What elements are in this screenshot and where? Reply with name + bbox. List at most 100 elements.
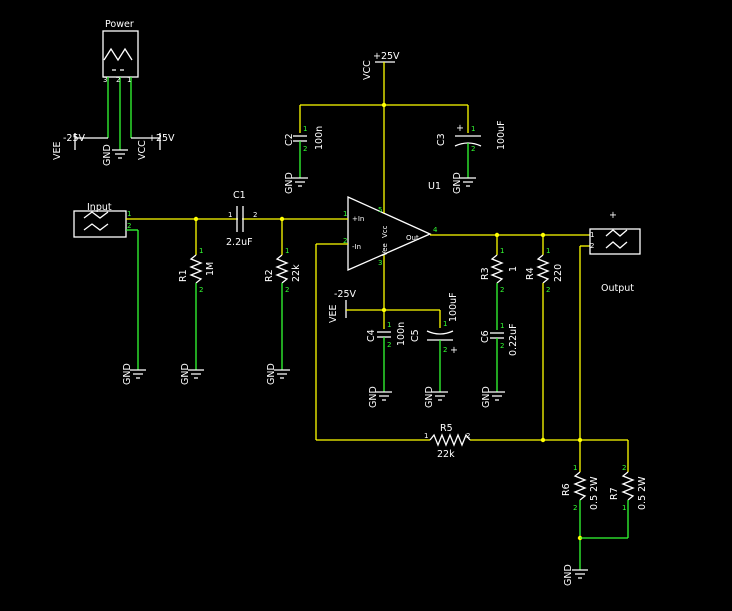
r2-pin-1: 1 xyxy=(285,247,289,255)
c2-pin-2: 2 xyxy=(303,145,307,153)
resistor-r6[interactable] xyxy=(572,440,588,579)
resistor-r5[interactable] xyxy=(429,433,471,447)
c6-pin-1: 1 xyxy=(500,322,504,330)
capacitor-c3[interactable] xyxy=(454,105,482,187)
resistor-r4[interactable] xyxy=(536,235,550,440)
gnd-label-c4: GND xyxy=(368,386,379,408)
r7-value: 0.5 2W xyxy=(637,476,648,510)
r2-ref: R2 xyxy=(264,269,275,282)
capacitor-c4[interactable] xyxy=(376,310,392,401)
resistor-r2[interactable] xyxy=(274,219,290,379)
capacitor-c1[interactable] xyxy=(236,206,244,232)
c6-value: 0.22uF xyxy=(508,323,519,356)
r5-value: 22k xyxy=(437,449,455,460)
c3-pin-1: 1 xyxy=(471,125,475,133)
r1-pin-2: 2 xyxy=(199,286,203,294)
vee-rail-label-bottom: VEE xyxy=(328,304,339,323)
r4-ref: R4 xyxy=(525,267,536,280)
power-pin-3: 3 xyxy=(103,76,107,84)
output-pin-2: 2 xyxy=(590,242,594,250)
r1-pin-1: 1 xyxy=(199,247,203,255)
c1-value: 2.2uF xyxy=(226,237,253,248)
r6-value: 0.5 2W xyxy=(589,476,600,510)
gnd-label-r6: GND xyxy=(563,564,574,586)
c3-value: 100uF xyxy=(496,120,507,150)
u1-vcc: Vcc xyxy=(381,225,389,238)
r3-pin-2: 2 xyxy=(500,286,504,294)
r4-pin-1: 1 xyxy=(546,247,550,255)
r5-pin-2: 2 xyxy=(466,432,470,440)
u1-pin-3: 3 xyxy=(378,259,382,267)
output-pin-1: 1 xyxy=(590,231,594,239)
output-connector[interactable] xyxy=(589,228,641,255)
output-net xyxy=(430,232,628,443)
opamp-u1[interactable] xyxy=(347,195,432,310)
gnd-label-input: GND xyxy=(122,363,133,385)
u1-out: Out xyxy=(406,234,419,242)
u1-pin-5: 5 xyxy=(378,206,382,214)
r1-ref: R1 xyxy=(178,269,189,282)
power-pin-1: 1 xyxy=(127,76,131,84)
power-pin-2: 2 xyxy=(116,76,120,84)
c6-pin-2: 2 xyxy=(500,342,504,350)
capacitor-c5[interactable] xyxy=(426,310,454,401)
r6-pin-2: 2 xyxy=(573,504,577,512)
vee-rail-label-header: VEE xyxy=(52,141,63,160)
power-header[interactable]: Power 3 2 1 xyxy=(74,19,161,159)
c5-pin-1: 1 xyxy=(443,320,447,328)
resistor-r3[interactable] xyxy=(490,235,504,310)
u1-vee: Vee xyxy=(381,243,389,256)
r5-pin-1: 1 xyxy=(424,432,428,440)
r4-value: 220 xyxy=(553,264,564,282)
r3-pin-1: 1 xyxy=(500,247,504,255)
c5-pin-2: 2 xyxy=(443,346,447,354)
input-ref: Input xyxy=(87,202,112,213)
capacitor-c2[interactable] xyxy=(292,105,308,187)
c2-pin-1: 1 xyxy=(303,125,307,133)
r5-ref: R5 xyxy=(440,423,453,434)
r7-ref: R7 xyxy=(609,487,620,500)
u1-pin-1: 1 xyxy=(343,210,347,218)
vcc-supply-top xyxy=(300,61,468,198)
c4-value: 100n xyxy=(396,322,407,346)
input-connector[interactable] xyxy=(73,210,348,379)
r6-pin-1: 1 xyxy=(573,464,577,472)
r3-ref: R3 xyxy=(480,267,491,280)
output-ref: Output xyxy=(601,283,634,294)
r1-value: 1M xyxy=(205,262,216,276)
vee-supply-bottom xyxy=(345,300,440,318)
c4-pin-2: 2 xyxy=(387,341,391,349)
gnd-label-c5: GND xyxy=(424,386,435,408)
c3-ref: C3 xyxy=(436,133,447,146)
c2-value: 100n xyxy=(314,126,325,150)
neg-voltage-label-bottom: -25V xyxy=(334,289,357,300)
u1-pin-2: 2 xyxy=(343,237,347,245)
input-pin-2: 2 xyxy=(127,222,131,230)
c1-ref: C1 xyxy=(233,190,246,201)
input-pin-1: 1 xyxy=(127,210,131,218)
u1-in-minus: -In xyxy=(352,243,361,251)
r6-ref: R6 xyxy=(561,483,572,496)
u1-ref: U1 xyxy=(428,181,441,192)
feedback-path xyxy=(315,243,580,441)
gnd-label-c6: GND xyxy=(481,386,492,408)
c5-value: 100uF xyxy=(448,292,459,322)
gnd-label-r2: GND xyxy=(266,363,277,385)
c6-ref: C6 xyxy=(480,330,491,343)
power-header-title: Power xyxy=(105,19,134,30)
gnd-label-r1: GND xyxy=(180,363,191,385)
c1-pin-2: 2 xyxy=(253,211,257,219)
resistor-r7[interactable] xyxy=(580,440,635,539)
r3-value: 1 xyxy=(508,266,519,272)
capacitor-c6[interactable] xyxy=(489,310,505,401)
r7-pin-2: 2 xyxy=(622,464,626,472)
neg-voltage-label-header: -25V xyxy=(63,133,86,144)
r2-pin-2: 2 xyxy=(285,286,289,294)
c5-plus: + xyxy=(450,345,458,356)
vcc-rail-label-header: VCC xyxy=(137,140,148,160)
pos-voltage-label-header: +25V xyxy=(148,133,175,144)
output-plus: + xyxy=(609,210,617,221)
u1-pin-4: 4 xyxy=(433,226,438,234)
resistor-r1[interactable] xyxy=(188,219,204,379)
